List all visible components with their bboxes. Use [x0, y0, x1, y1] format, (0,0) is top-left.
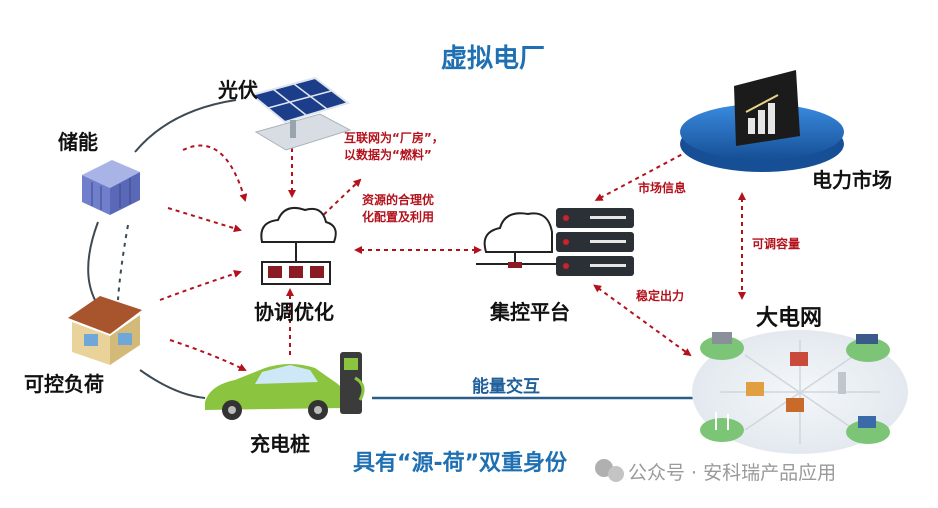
solar-storage-arc	[134, 99, 237, 153]
page-title: 虚拟电厂	[441, 44, 546, 74]
wechat-logo-icon	[595, 459, 624, 482]
annotation-resource-line2: 化配置及利用	[362, 210, 435, 224]
load-car-arc	[139, 369, 206, 399]
arrow-storage-to-coord	[167, 207, 242, 233]
label-storage: 储能	[58, 130, 98, 154]
label-controllable-load: 可控负荷	[24, 372, 104, 396]
watermark-text: 公众号 · 安科瑞产品应用	[628, 462, 837, 484]
label-charging-pile: 充电桩	[250, 432, 310, 456]
arrow-platform-market	[594, 147, 696, 201]
cloud-server-icon	[260, 207, 337, 285]
annotation-market-info: 市场信息	[638, 181, 687, 195]
label-platform: 集控平台	[490, 300, 570, 324]
annotation-resource-line1: 资源的合理优	[362, 193, 435, 207]
arrow-coord-to-resource	[317, 178, 362, 221]
storage-icon	[82, 160, 140, 215]
label-grid: 大电网	[756, 306, 823, 331]
annotation-internet-line1: 互联网为“厂房”，	[344, 131, 444, 145]
subtitle: 具有“源-荷”双重身份	[353, 451, 568, 476]
storage-load-arc	[87, 221, 99, 301]
annotation-internet-line2: 以数据为“燃料”	[344, 148, 432, 162]
electric-car-icon	[205, 364, 345, 420]
arrow-load-to-car	[169, 339, 247, 371]
label-coordination: 协调优化	[254, 300, 334, 324]
label-power-market: 电力市场	[812, 168, 892, 192]
label-solar: 光伏	[218, 78, 258, 102]
arrow-platform-grid	[593, 284, 692, 357]
left-dashed-arc	[117, 224, 129, 301]
grid-icon	[692, 330, 908, 454]
annotation-adjustable-capacity: 可调容量	[752, 237, 801, 251]
annotation-energy-exchange: 能量交互	[472, 377, 540, 397]
solar-panel-icon	[249, 76, 352, 151]
platform-server-icon	[476, 208, 634, 276]
charging-pile-icon	[340, 352, 365, 414]
arrow-solar-side-to-coord	[182, 144, 248, 202]
power-market-icon	[680, 70, 844, 172]
arrow-load-to-coord	[159, 270, 242, 301]
house-icon	[68, 296, 142, 365]
annotation-stable-output: 稳定出力	[636, 289, 685, 303]
